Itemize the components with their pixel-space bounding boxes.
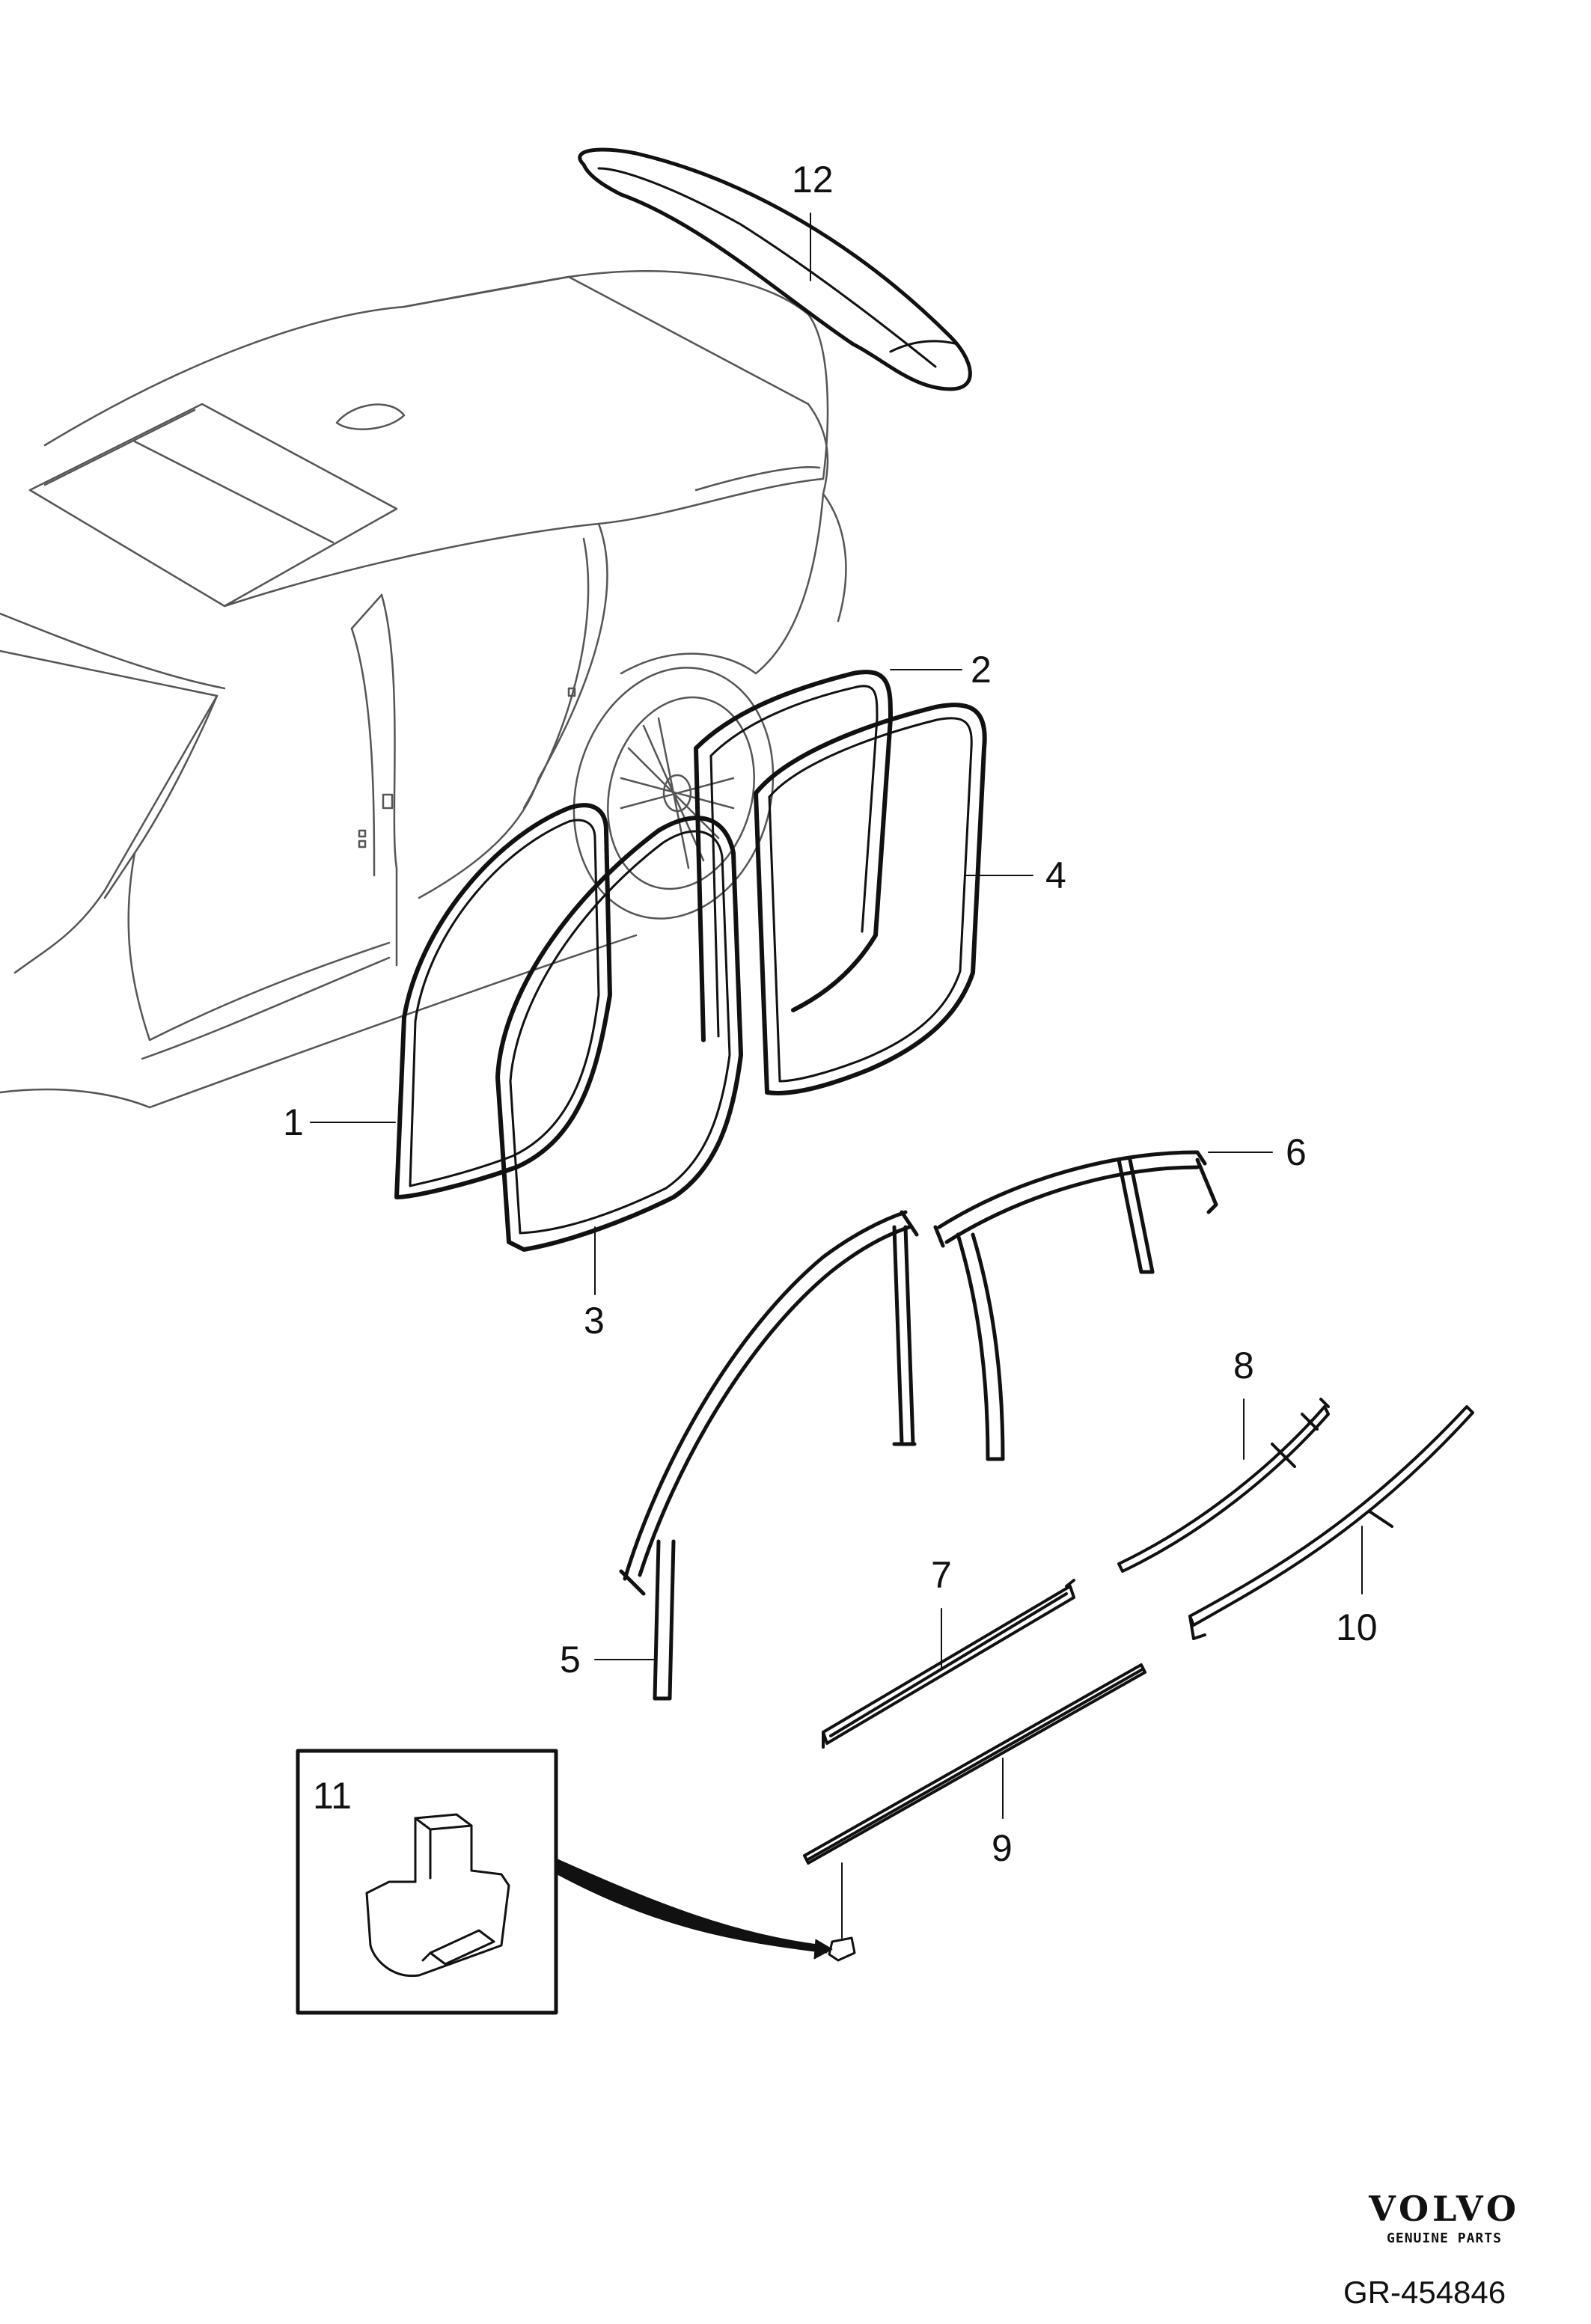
- detail-arrow: [556, 1862, 825, 1951]
- callout-3: 3: [584, 1300, 605, 1342]
- part-11-clip: [828, 1936, 856, 1962]
- part-8-strip: [1117, 1398, 1330, 1573]
- part-7-strip: [822, 1579, 1075, 1749]
- detail-arrow-head: [813, 1939, 833, 1960]
- diagram-reference: GR-454846: [1343, 2275, 1506, 2310]
- part-4-seal: [754, 703, 987, 1095]
- callout-2: 2: [971, 649, 992, 691]
- brand-sub: GENUINE PARTS: [1387, 2230, 1502, 2246]
- part-11-detail: [365, 1813, 510, 1978]
- callout-7: 7: [931, 1554, 952, 1596]
- callout-4: 4: [1045, 854, 1066, 896]
- brand-name: VOLVO: [1369, 2189, 1520, 2229]
- callout-10: 10: [1336, 1606, 1378, 1648]
- car-body: [0, 270, 847, 1109]
- part-3-seal: [495, 816, 743, 1252]
- part-12-seal: [578, 147, 972, 391]
- part-5-channel: [619, 1210, 919, 1701]
- part-10-strip: [1188, 1405, 1474, 1640]
- callout-6: 6: [1286, 1131, 1307, 1173]
- callout-9: 9: [992, 1827, 1013, 1869]
- part-9-strip: [803, 1663, 1146, 1865]
- volvo-logo: VOLVO GENUINE PARTS: [1347, 2189, 1542, 2246]
- part-2-seal: [694, 670, 893, 1042]
- callout-12: 12: [792, 159, 834, 201]
- detail-arrow-fan: [557, 1859, 828, 1954]
- part-6-channel: [933, 1150, 1218, 1461]
- detail-inset-box: [296, 1749, 558, 2015]
- callout-1: 1: [283, 1101, 304, 1143]
- callout-8: 8: [1233, 1345, 1254, 1386]
- callout-5: 5: [560, 1639, 581, 1681]
- callout-11: 11: [313, 1775, 352, 1817]
- part-1-seal: [394, 803, 612, 1199]
